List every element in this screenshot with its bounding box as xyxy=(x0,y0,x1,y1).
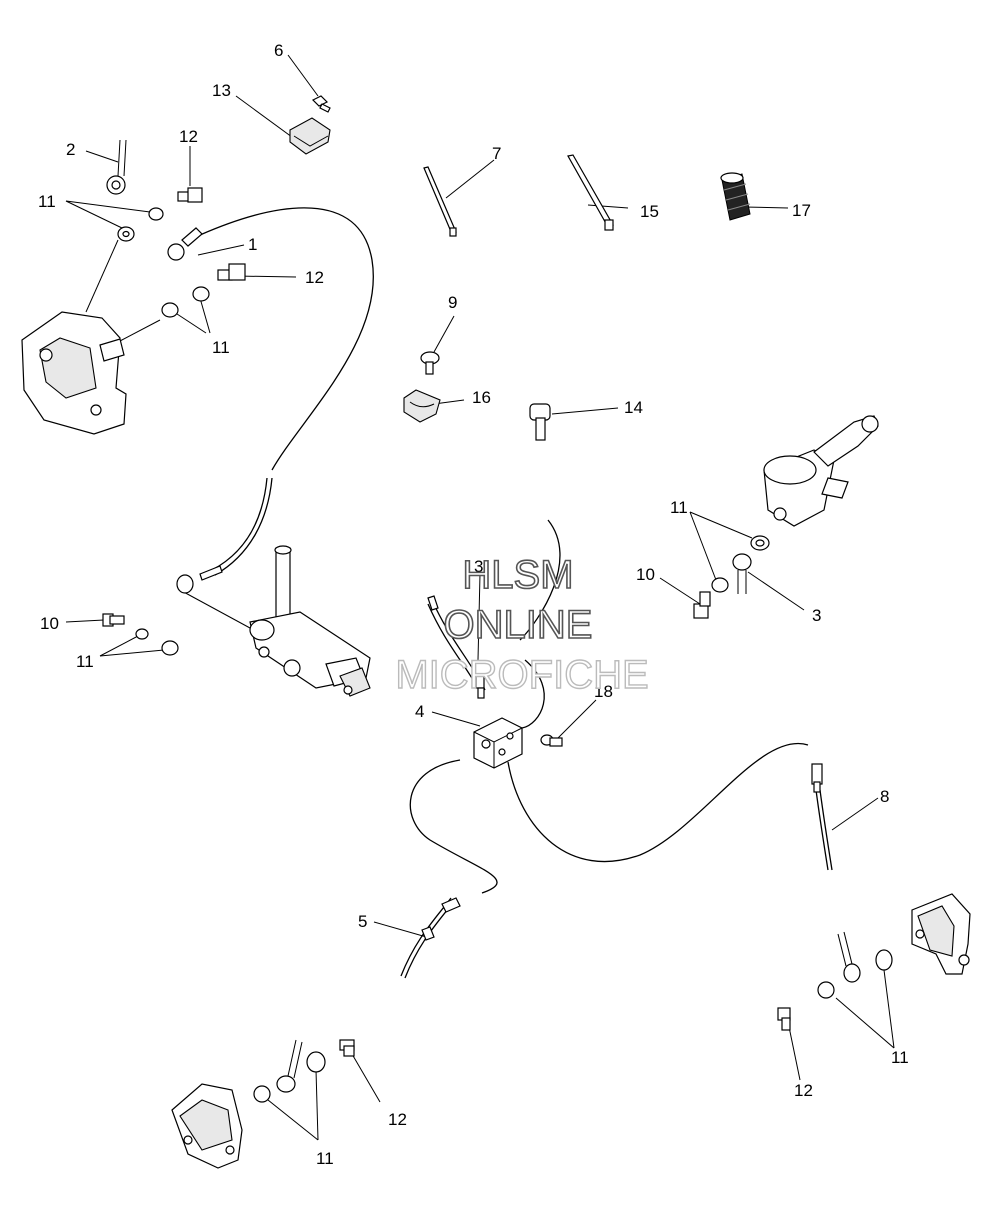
washers-part-11-top xyxy=(117,207,210,318)
hose-fitting-part-8 xyxy=(811,763,823,793)
watermark-line-1: HLSM xyxy=(462,553,573,597)
watermark-line-3: MICROFICHE xyxy=(395,653,648,697)
master-cylinder-lever-right xyxy=(763,415,879,527)
callout-11-right: 11 xyxy=(670,498,688,517)
callout-2: 2 xyxy=(66,140,75,159)
callout-16: 16 xyxy=(472,388,491,407)
banjo-fitting-part-3-right xyxy=(732,553,752,594)
banjo-fitting-part-2 xyxy=(106,139,127,195)
hose-fitting-part-5 xyxy=(421,897,461,941)
bolt-part-12-mid xyxy=(217,263,246,281)
brake-hose-part-3-center xyxy=(427,595,485,699)
brake-caliper-bottom-right xyxy=(911,893,971,975)
clip-part-13 xyxy=(289,117,331,155)
callout-leader-lines xyxy=(65,54,895,1141)
fitting-part-14 xyxy=(529,403,551,441)
callout-10-right: 10 xyxy=(636,565,655,584)
screw-part-9 xyxy=(420,351,440,375)
callout-12-mid: 12 xyxy=(305,268,324,287)
bolt-part-10-right xyxy=(693,591,711,619)
callout-1: 1 xyxy=(248,235,257,254)
callout-4: 4 xyxy=(415,702,424,721)
clamp-part-16 xyxy=(403,389,441,423)
washers-part-11-left xyxy=(135,628,179,656)
spring-part-17 xyxy=(720,172,751,221)
callout-6: 6 xyxy=(274,41,283,60)
rod-part-15 xyxy=(567,154,614,231)
junction-block-part-4 xyxy=(473,717,523,769)
callout-7: 7 xyxy=(492,144,501,163)
bolt-part-12-top xyxy=(177,187,203,203)
callout-11-bottom-left: 11 xyxy=(316,1149,334,1168)
hose-fitting-part-1 xyxy=(167,227,203,261)
screw-part-6 xyxy=(311,95,331,113)
screw-part-18 xyxy=(540,734,563,747)
callout-3-center: 3 xyxy=(474,557,483,576)
rod-part-7 xyxy=(423,166,457,237)
callout-12-bottom-left: 12 xyxy=(388,1110,407,1129)
callout-14: 14 xyxy=(624,398,643,417)
washers-part-11-right xyxy=(711,535,770,593)
bolt-part-10-left xyxy=(102,613,125,627)
brake-caliper-bottom-left xyxy=(171,1083,243,1169)
callout-11-bottom-right: 11 xyxy=(891,1048,909,1067)
callout-15: 15 xyxy=(640,202,659,221)
rear-master-cylinder xyxy=(249,545,371,697)
left-caliper-fittings xyxy=(253,1039,355,1103)
callout-5: 5 xyxy=(358,912,367,931)
callout-12-bottom-right: 12 xyxy=(794,1081,813,1100)
brake-caliper-top-left xyxy=(21,311,127,435)
callout-labels: 1 2 3 3 4 5 6 7 8 9 10 10 11 11 11 11 11… xyxy=(38,41,909,1168)
watermark-line-2: ONLINE xyxy=(444,603,593,647)
callout-10-left: 10 xyxy=(40,614,59,633)
callout-3-right: 3 xyxy=(812,606,821,625)
callout-18: 18 xyxy=(594,682,613,701)
callout-9: 9 xyxy=(448,293,457,312)
callout-11-mid-left: 11 xyxy=(212,338,230,357)
callout-13: 13 xyxy=(212,81,231,100)
watermark: HLSM ONLINE MICROFICHE xyxy=(395,552,650,698)
callout-11-left: 11 xyxy=(76,652,94,671)
brake-hose-lines xyxy=(199,207,833,979)
callout-11-top-left: 11 xyxy=(38,192,56,211)
callout-12-top: 12 xyxy=(179,127,198,146)
right-caliper-fittings xyxy=(777,931,893,1031)
banjo-fitting-master xyxy=(176,565,223,594)
callout-8: 8 xyxy=(880,787,889,806)
callout-17: 17 xyxy=(792,201,811,220)
